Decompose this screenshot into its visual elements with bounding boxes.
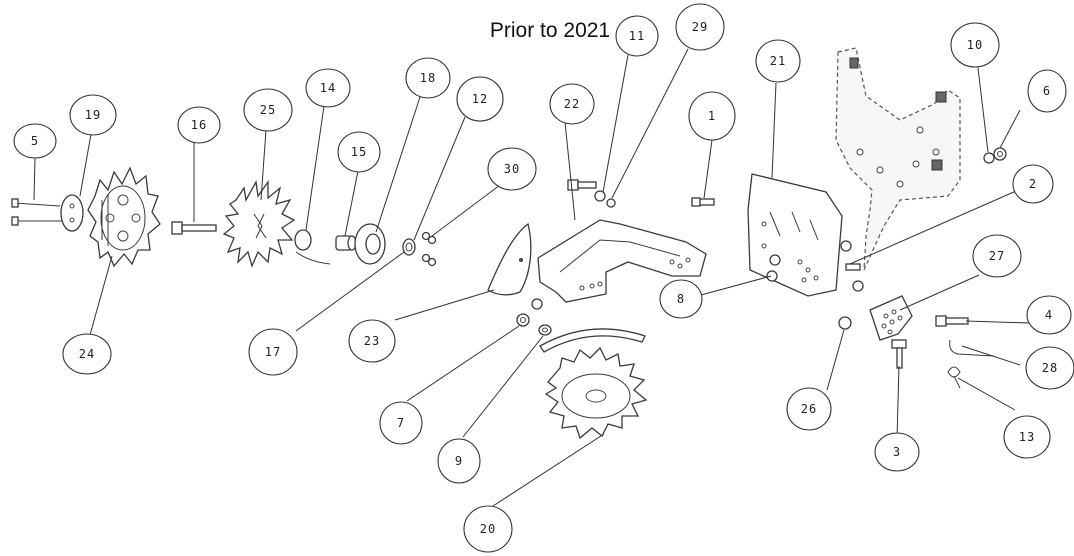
part-washer-9 [531,298,552,336]
callout-6: 6 [1027,69,1067,113]
callout-16: 16 [177,106,221,144]
svg-text:13: 13 [1019,430,1035,444]
callout-22: 22 [549,83,595,125]
callout-30: 30 [487,147,537,191]
svg-text:3: 3 [893,445,901,459]
callout-5: 5 [13,123,57,159]
part-bolt-16 [171,221,217,235]
svg-text:7: 7 [397,416,405,430]
diagram-title: Prior to 2021 [490,19,610,42]
part-clip-13 [947,366,961,389]
svg-text:19: 19 [85,108,101,122]
svg-text:1: 1 [708,109,716,123]
part-hub-18 [354,223,386,265]
part-nut-7 [516,313,530,327]
svg-text:26: 26 [801,402,817,416]
part-plate-21 [747,173,843,297]
callout-23: 23 [348,319,396,363]
callout-3: 3 [874,432,920,472]
callout-26: 26 [786,387,832,431]
part-bolt-2 [840,240,864,292]
part-wheel-20 [539,328,648,440]
part-bolts-5 [11,198,62,226]
part-bolt-3 [891,339,907,369]
svg-text:12: 12 [472,92,488,106]
callout-8: 8 [659,279,703,319]
svg-text:16: 16 [191,118,207,132]
part-shield-23 [487,222,532,296]
part-nut-6 [983,147,1007,164]
callout-17: 17 [248,328,298,376]
part-nut-8 [766,254,781,282]
svg-text:23: 23 [364,334,380,348]
callout-29: 29 [675,3,725,51]
part-bushing-26 [838,316,852,330]
svg-text:4: 4 [1045,308,1053,322]
svg-text:14: 14 [320,81,336,95]
svg-text:11: 11 [629,29,645,43]
svg-text:22: 22 [564,97,580,111]
svg-text:17: 17 [265,345,281,359]
svg-text:24: 24 [79,347,95,361]
part-bolt-11 [567,179,597,191]
callout-15: 15 [337,131,381,173]
svg-text:25: 25 [260,103,276,117]
callout-7: 7 [379,401,423,445]
callout-13: 13 [1003,415,1051,459]
svg-text:6: 6 [1043,84,1051,98]
callout-19: 19 [69,94,117,136]
part-sprocket-24 [87,166,161,268]
part-plate-19 [60,194,84,232]
part-frame-10 [835,47,961,271]
callout-27: 27 [972,234,1022,278]
callout-10: 10 [950,22,1000,68]
svg-text:29: 29 [692,20,708,34]
leader-lines [33,48,1031,507]
svg-text:5: 5 [31,134,39,148]
parts-layer [11,47,1007,440]
part-nuts-30 [421,231,437,267]
svg-text:10: 10 [967,38,983,52]
part-cylinder-14 [294,229,331,265]
callout-28: 28 [1025,346,1074,390]
svg-text:27: 27 [989,249,1005,263]
callout-25: 25 [243,88,293,132]
part-bolt-1 [691,197,715,207]
part-washer-12 [402,238,416,256]
svg-text:8: 8 [677,292,685,306]
part-pin-28 [949,339,995,357]
callout-1: 1 [688,91,736,141]
callout-bubbles: 1 2 3 4 5 6 7 8 9 10 11 12 13 14 15 16 1… [13,3,1074,553]
callout-12: 12 [456,76,504,122]
svg-text:30: 30 [504,162,520,176]
callout-20: 20 [463,505,513,553]
callout-18: 18 [405,57,451,99]
part-bolt-4 [935,315,969,327]
callout-2: 2 [1012,164,1054,204]
callout-14: 14 [305,68,351,108]
part-blade-25 [222,179,296,268]
callout-24: 24 [62,333,112,375]
svg-text:18: 18 [420,71,436,85]
svg-text:15: 15 [351,145,367,159]
svg-text:2: 2 [1029,177,1037,191]
callout-11: 11 [615,15,659,57]
part-washer-29 [594,190,616,208]
part-bushing-15 [335,235,357,251]
callout-4: 4 [1026,295,1072,335]
callout-9: 9 [437,438,481,484]
part-arm-22 [537,219,707,303]
part-plate-27 [869,295,913,341]
svg-text:20: 20 [480,522,496,536]
svg-text:28: 28 [1042,361,1058,375]
callout-21: 21 [755,39,801,83]
svg-text:21: 21 [770,54,786,68]
svg-text:9: 9 [455,454,463,468]
